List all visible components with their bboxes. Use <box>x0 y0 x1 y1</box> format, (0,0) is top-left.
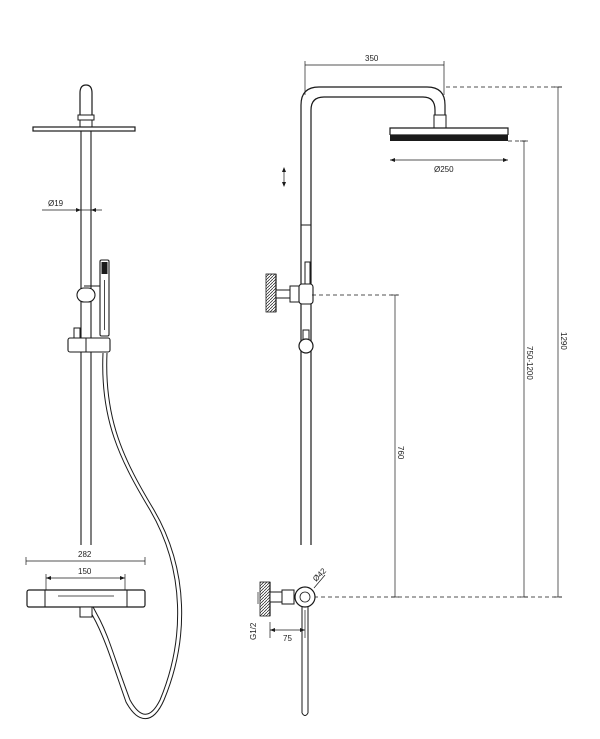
side-bracket-height-dimension: 760 <box>312 294 405 598</box>
side-thread-dimension: G1/2 <box>249 592 259 640</box>
front-rain-head <box>32 126 136 132</box>
side-adjust-range-dimension: 750-1200 <box>508 140 534 598</box>
front-rail-dimension: Ø19 <box>42 199 102 212</box>
side-thread-label: G1/2 <box>249 622 258 640</box>
side-arm-dimension: 350 <box>304 54 445 95</box>
side-bracket-height-label: 760 <box>396 446 405 460</box>
side-wall-offset-label: 75 <box>283 634 292 643</box>
side-adjust-range-label: 750-1200 <box>525 346 534 380</box>
side-offset-dimension: 75 <box>269 610 306 643</box>
front-hose <box>87 352 183 719</box>
side-view: 350 Ø250 <box>249 54 568 716</box>
front-mixer-spacing-label: 150 <box>78 567 92 576</box>
front-mixer-width-label: 282 <box>78 550 92 559</box>
side-hose <box>301 607 309 716</box>
side-wall-connector: Ø42 <box>259 566 328 617</box>
side-adjust-arrow <box>282 167 286 187</box>
side-knob <box>298 329 314 354</box>
side-head-dimension: Ø250 <box>390 158 508 174</box>
front-hand-shower <box>99 259 110 337</box>
front-arm-tip <box>77 84 95 128</box>
side-rain-head <box>389 127 509 141</box>
side-head-diameter-label: Ø250 <box>434 165 454 174</box>
front-view: Ø19 282 <box>25 84 183 719</box>
side-connector-diameter-label: Ø42 <box>311 566 328 583</box>
front-mixer <box>26 589 146 618</box>
side-arm-length-label: 350 <box>365 54 379 63</box>
front-holder <box>67 327 111 353</box>
side-total-height-label: 1290 <box>559 332 568 350</box>
side-wall-bracket <box>265 261 314 313</box>
side-head-connector <box>433 114 447 129</box>
side-total-height-dimension: 1290 <box>446 86 568 598</box>
front-slider <box>76 285 100 303</box>
front-rail-diameter-label: Ø19 <box>48 199 64 208</box>
side-shower-pipe <box>300 86 446 545</box>
